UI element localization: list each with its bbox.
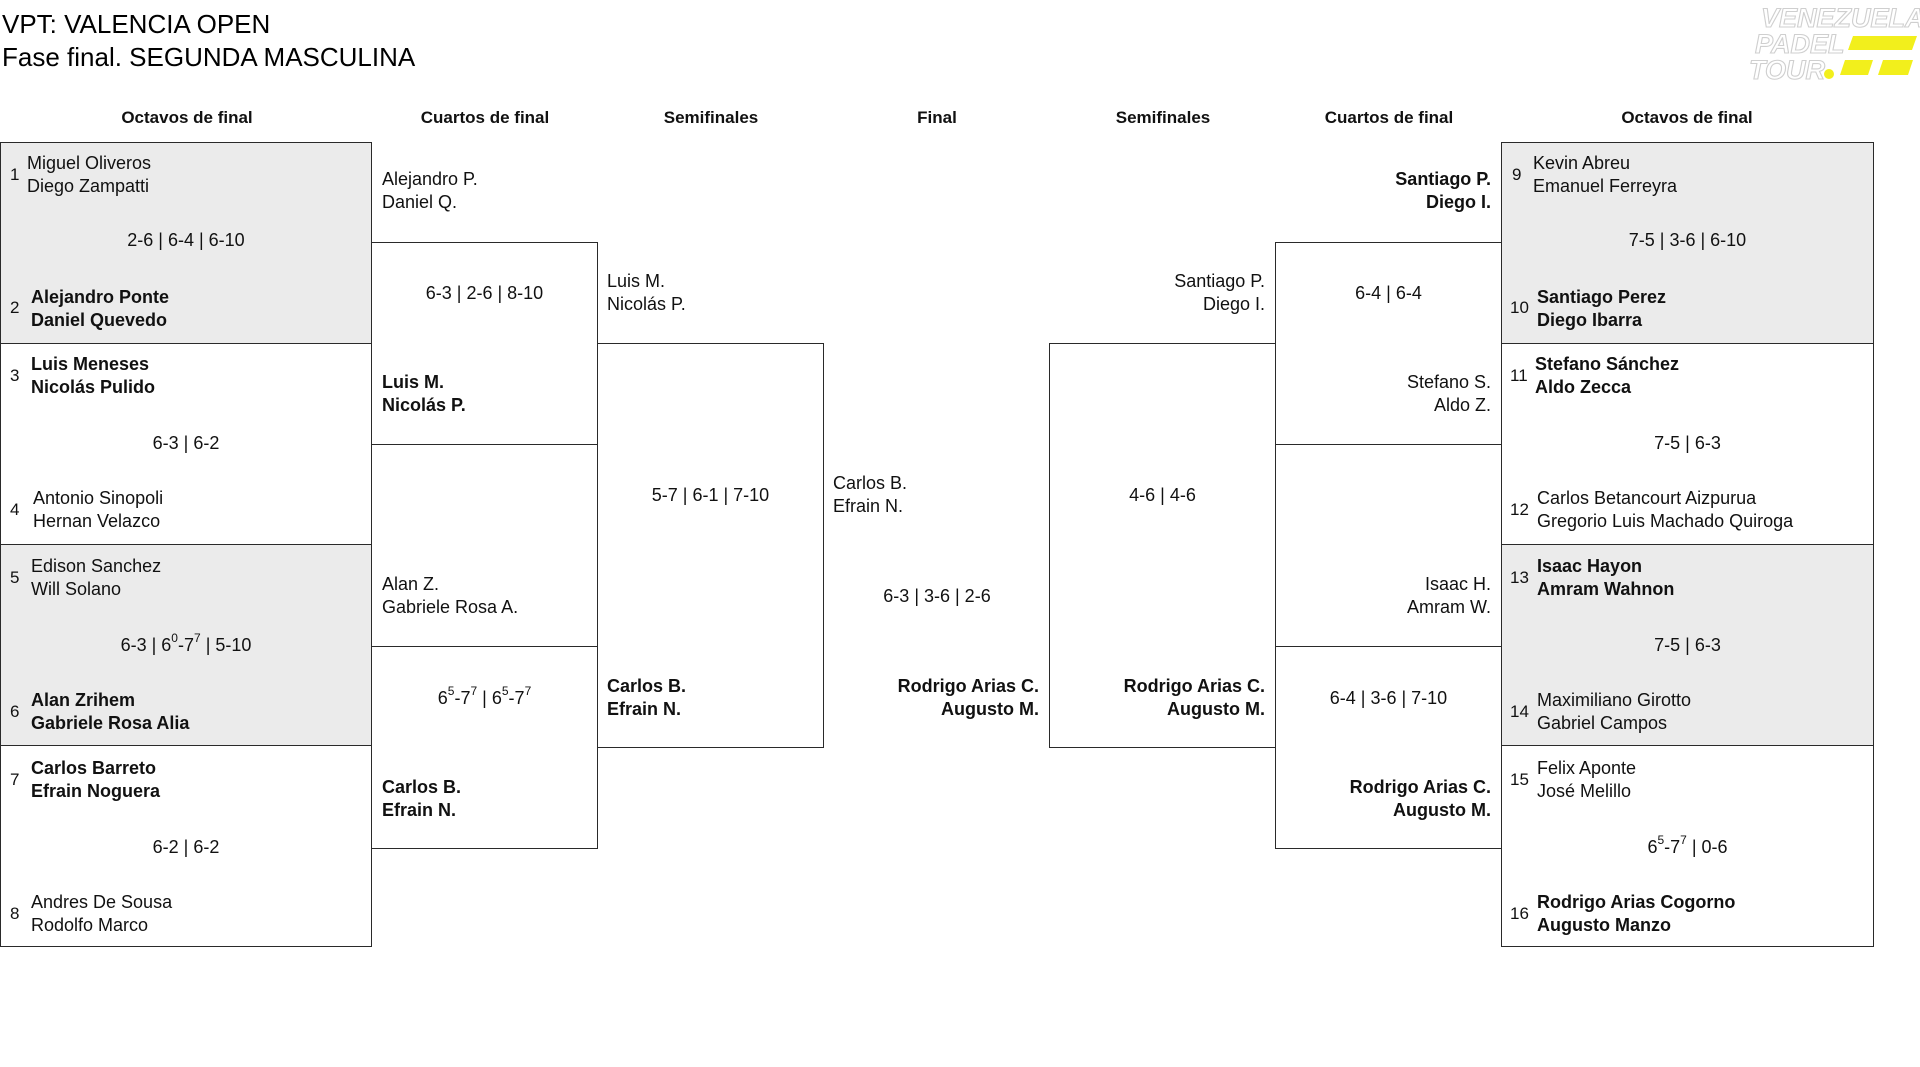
round-header-semis-left: Semifinales bbox=[663, 108, 759, 127]
match-octavos-right-3 bbox=[1501, 544, 1874, 746]
seed-number: 5 bbox=[10, 568, 20, 587]
match-score: 65-77 | 0-6 bbox=[1647, 833, 1728, 857]
seed-number: 11 bbox=[1510, 366, 1528, 385]
seed-number: 14 bbox=[1510, 702, 1529, 721]
match-semis-left bbox=[597, 343, 824, 748]
team-entry: Isaac H.Amram W. bbox=[1407, 574, 1491, 617]
seed-number: 9 bbox=[1512, 165, 1522, 184]
match-score: 6-4 | 6-4 bbox=[1355, 283, 1422, 303]
match-semis-right bbox=[1049, 343, 1276, 748]
seed-number: 8 bbox=[10, 904, 20, 923]
match-octavos-1 bbox=[0, 142, 372, 344]
round-header-final: Final bbox=[917, 108, 957, 127]
venezuela-padel-tour-logo: VENEZUELA PADEL TOUR bbox=[1748, 2, 1920, 85]
team-entry: Alejandro P.Daniel Q. bbox=[382, 169, 478, 212]
page-title: VPT: VALENCIA OPEN bbox=[2, 9, 271, 39]
round-header-cuartos-left: Cuartos de final bbox=[420, 108, 550, 127]
round-header-cuartos-right: Cuartos de final bbox=[1324, 108, 1454, 127]
match-score: 6-4 | 3-6 | 7-10 bbox=[1329, 688, 1448, 708]
seed-number: 4 bbox=[10, 500, 20, 519]
match-score: 7-5 | 3-6 | 6-10 bbox=[1628, 230, 1747, 250]
match-score: 7-5 | 6-3 bbox=[1654, 433, 1721, 453]
team-entry: Stefano S.Aldo Z. bbox=[1406, 372, 1491, 415]
seed-number: 7 bbox=[10, 770, 20, 789]
match-score: 6-3 | 6-2 bbox=[152, 433, 220, 453]
logo-accent bbox=[1824, 36, 1917, 79]
team-entry-winner: Carlos B.Efrain N. bbox=[382, 777, 462, 820]
seed-number: 13 bbox=[1510, 568, 1529, 587]
team-entry-winner: Luis M.Nicolás P. bbox=[382, 372, 466, 415]
team-entry: Alan Z.Gabriele Rosa A. bbox=[382, 574, 519, 617]
match-score: 2-6 | 6-4 | 6-10 bbox=[127, 230, 245, 250]
seed-number: 2 bbox=[10, 298, 20, 317]
team-entry-winner: Rodrigo Arias C.Augusto M. bbox=[1123, 676, 1265, 719]
seed-number: 1 bbox=[10, 165, 20, 184]
round-header-octavos-right: Octavos de final bbox=[1621, 108, 1753, 127]
team-entry-winner: Santiago P.Diego I. bbox=[1174, 271, 1265, 314]
match-score: 4-6 | 4-6 bbox=[1129, 485, 1196, 505]
team-entry-winner: Rodrigo Arias C.Augusto M. bbox=[1349, 777, 1491, 820]
seed-number: 12 bbox=[1510, 500, 1529, 519]
match-octavos-right-4 bbox=[1501, 745, 1874, 947]
logo-text-1: VENEZUELA bbox=[1761, 3, 1920, 33]
match-score: 7-5 | 6-3 bbox=[1654, 635, 1721, 655]
match-octavos-right-1 bbox=[1501, 142, 1874, 344]
team-entry: Luis M.Nicolás P. bbox=[607, 271, 686, 314]
match-score: 6-3 | 2-6 | 8-10 bbox=[425, 283, 544, 303]
logo-text-2: PADEL bbox=[1755, 29, 1845, 59]
round-header-octavos-left: Octavos de final bbox=[121, 108, 253, 127]
seed-number: 16 bbox=[1510, 904, 1529, 923]
final-team-entry: Carlos B.Efrain N. bbox=[833, 473, 908, 516]
seed-number: 10 bbox=[1510, 298, 1529, 317]
team-entry-winner: Santiago P.Diego I. bbox=[1395, 169, 1491, 212]
match-score: 5-7 | 6-1 | 7-10 bbox=[651, 485, 770, 505]
seed-number: 6 bbox=[10, 702, 20, 721]
page-subtitle: Fase final. SEGUNDA MASCULINA bbox=[2, 42, 416, 72]
team-entry-winner: Carlos B.Efrain N. bbox=[607, 676, 687, 719]
logo-text-3: TOUR bbox=[1749, 55, 1826, 85]
round-header-semis-right: Semifinales bbox=[1115, 108, 1211, 127]
final-team-entry-winner: Rodrigo Arias C.Augusto M. bbox=[897, 676, 1039, 719]
match-score: 6-3 | 60-77 | 5-10 bbox=[120, 631, 252, 655]
seed-number: 3 bbox=[10, 366, 20, 385]
final-score: 6-3 | 3-6 | 2-6 bbox=[883, 586, 991, 606]
match-score: 6-2 | 6-2 bbox=[152, 837, 220, 857]
match-octavos-3 bbox=[0, 544, 372, 746]
seed-number: 15 bbox=[1510, 770, 1529, 789]
match-score: 65-77 | 65-77 bbox=[437, 684, 532, 708]
